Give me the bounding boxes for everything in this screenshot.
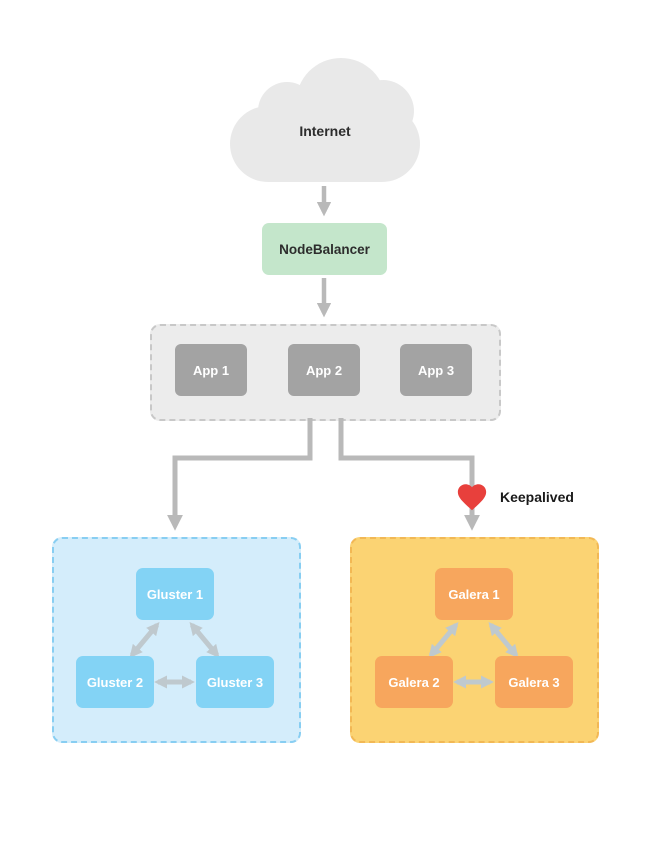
app-node-2-label: App 2 [305, 362, 343, 378]
arrow-apps-to-galera [338, 418, 481, 531]
galera-node-1: Galera 1 [435, 568, 513, 620]
gluster-node-2-label: Gluster 2 [86, 674, 144, 690]
gluster-node-2: Gluster 2 [76, 656, 154, 708]
arrow-apps-to-gluster [166, 418, 313, 531]
galera-node-2: Galera 2 [375, 656, 453, 708]
internet-label: Internet [299, 123, 351, 139]
app-node-3-label: App 3 [417, 362, 455, 378]
nodebalancer-label: NodeBalancer [279, 241, 370, 257]
galera-node-3: Galera 3 [495, 656, 573, 708]
app-node-3: App 3 [400, 344, 472, 396]
gluster-node-1: Gluster 1 [136, 568, 214, 620]
keepalived-label: Keepalived [500, 489, 574, 505]
galera-node-2-label: Galera 2 [388, 674, 440, 690]
keepalived-heart-icon [457, 484, 487, 511]
gluster-node-3: Gluster 3 [196, 656, 274, 708]
app-node-1-label: App 1 [192, 362, 230, 378]
gluster-node-3-label: Gluster 3 [206, 674, 264, 690]
nodebalancer-node: NodeBalancer [262, 223, 387, 275]
app-node-1: App 1 [175, 344, 247, 396]
galera-node-1-label: Galera 1 [448, 586, 500, 602]
gluster-node-1-label: Gluster 1 [146, 586, 204, 602]
internet-cloud [230, 106, 420, 182]
galera-node-3-label: Galera 3 [508, 674, 560, 690]
app-node-2: App 2 [288, 344, 360, 396]
